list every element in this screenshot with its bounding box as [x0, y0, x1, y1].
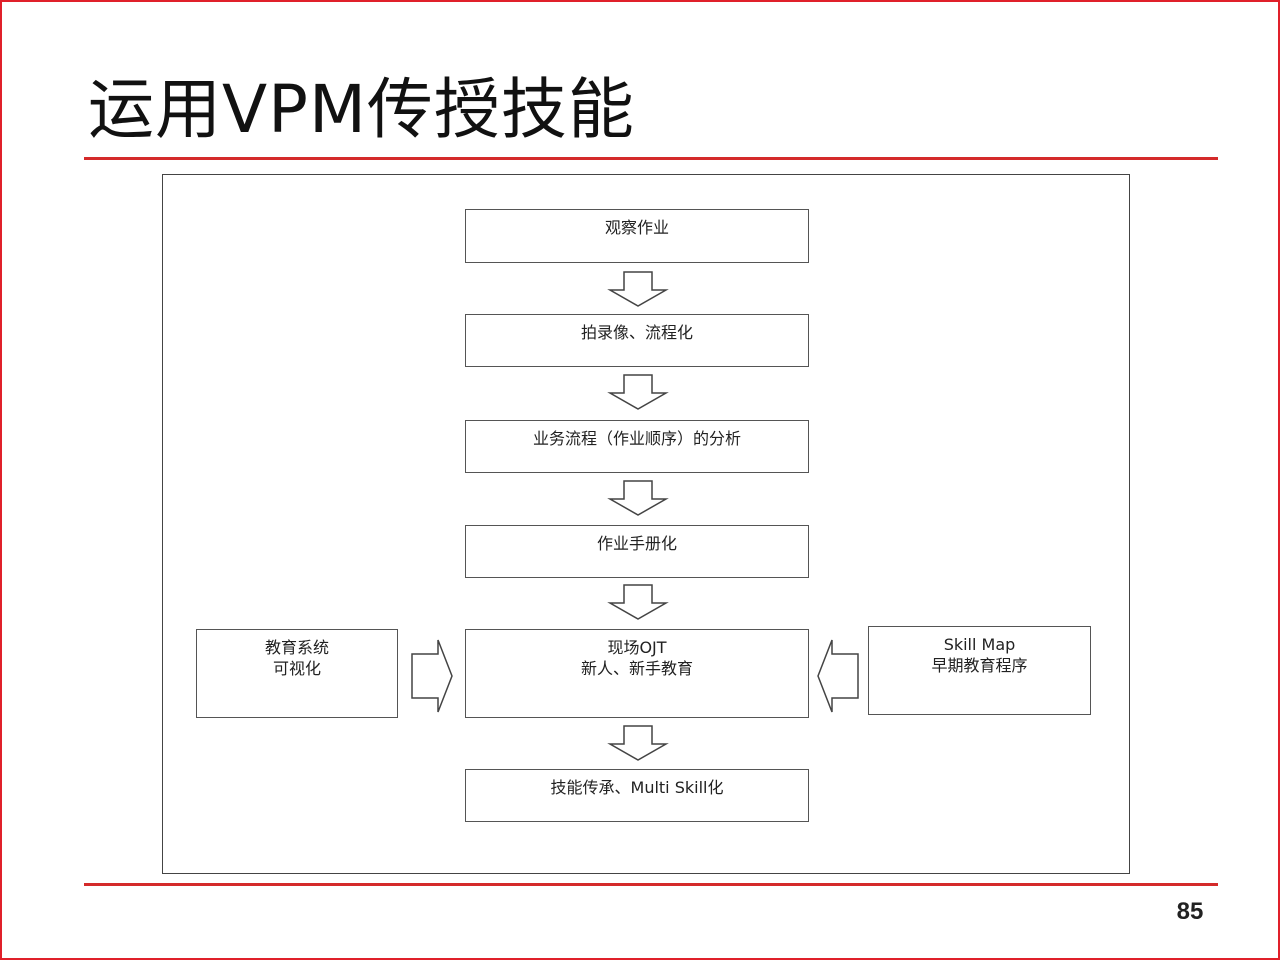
slide-title: 运用VPM传授技能 [88, 71, 635, 148]
step-record-video: 拍录像、流程化 [465, 314, 809, 367]
input-label-line1: 教育系统 [264, 638, 329, 657]
right-arrow-icon [411, 639, 453, 713]
step-label-line2: 新人、新手教育 [580, 659, 693, 678]
down-arrow-icon [607, 584, 669, 620]
page-number: 85 [1176, 898, 1204, 925]
step-process-analysis: 业务流程（作业顺序）的分析 [465, 420, 809, 473]
step-work-manual: 作业手册化 [465, 525, 809, 578]
input-label-line2: 可视化 [272, 659, 321, 678]
left-arrow-icon [817, 639, 859, 713]
title-underline [84, 157, 1218, 160]
footer-rule [84, 883, 1218, 886]
step-label: 观察作业 [604, 218, 669, 237]
step-label: 作业手册化 [596, 534, 677, 553]
input-education-visualization: 教育系统 可视化 [196, 629, 398, 718]
input-label-line2: 早期教育程序 [931, 656, 1028, 675]
step-onsite-ojt: 现场OJT 新人、新手教育 [465, 629, 809, 718]
step-skill-transfer: 技能传承、Multi Skill化 [465, 769, 809, 822]
down-arrow-icon [607, 480, 669, 516]
step-label: 业务流程（作业顺序）的分析 [532, 429, 741, 448]
input-skill-map: Skill Map 早期教育程序 [868, 626, 1091, 715]
step-observe-work: 观察作业 [465, 209, 809, 263]
step-label-line1: 现场OJT [607, 638, 667, 657]
down-arrow-icon [607, 374, 669, 410]
down-arrow-icon [607, 725, 669, 761]
step-label: 技能传承、Multi Skill化 [550, 778, 724, 797]
step-label: 拍录像、流程化 [580, 323, 693, 342]
down-arrow-icon [607, 271, 669, 307]
input-label-line1: Skill Map [943, 635, 1016, 654]
